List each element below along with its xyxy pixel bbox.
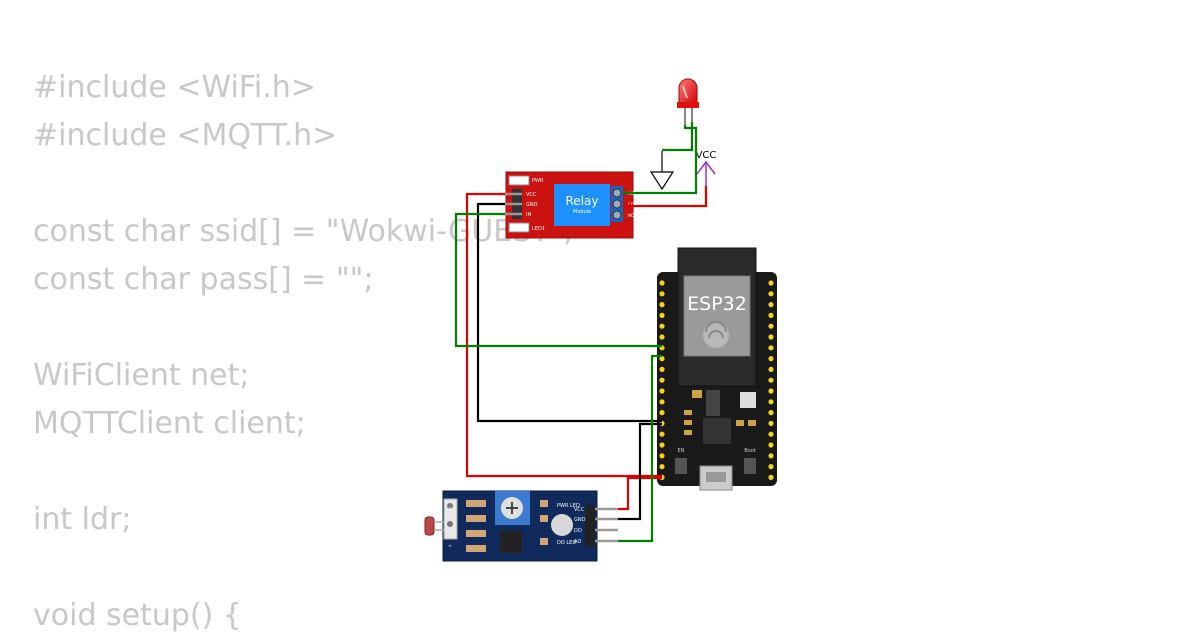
esp32-pin bbox=[659, 356, 665, 362]
esp32-pin bbox=[659, 302, 665, 308]
esp32-pin bbox=[768, 312, 774, 318]
relay-module[interactable]: PWR LED1 VCC GND IN Relay Module NC COM … bbox=[505, 171, 638, 239]
relay-in-label: IN bbox=[526, 212, 531, 218]
code-line: #include <MQTT.h> bbox=[33, 118, 338, 153]
wires bbox=[454, 122, 708, 543]
led[interactable] bbox=[677, 78, 699, 125]
wire-ldr-gnd bbox=[618, 422, 662, 521]
ldr-gnd-label: GND bbox=[574, 517, 586, 523]
esp32-pin bbox=[659, 366, 665, 372]
esp32-pin bbox=[768, 291, 774, 297]
esp32-pin bbox=[768, 474, 774, 480]
code-line: MQTTClient client; bbox=[33, 406, 306, 441]
esp32-pin bbox=[659, 323, 665, 329]
relay-gnd-label: GND bbox=[526, 202, 538, 208]
esp32-board[interactable]: ESP32 EN Boot bbox=[657, 247, 777, 491]
vcc-symbol: VCC bbox=[696, 150, 717, 188]
esp32-pin bbox=[659, 464, 665, 470]
esp32-boot-label: Boot bbox=[744, 448, 756, 454]
esp32-pin bbox=[659, 280, 665, 286]
relay-title: Relay bbox=[566, 194, 599, 208]
ldr-ao-label: AO bbox=[574, 539, 581, 545]
esp32-pin bbox=[768, 442, 774, 448]
wire-relay-no-vcc bbox=[623, 186, 708, 208]
ldr-plus-label: + bbox=[447, 505, 453, 513]
ldr-minus-label: - bbox=[448, 541, 451, 551]
esp32-pin bbox=[768, 356, 774, 362]
esp32-title: ESP32 bbox=[687, 293, 747, 315]
esp32-pin bbox=[659, 312, 665, 318]
esp32-pin bbox=[768, 388, 774, 394]
esp32-pin bbox=[768, 420, 774, 426]
esp32-pin bbox=[768, 345, 774, 351]
ldr-pwr-led-label: PWR LED bbox=[557, 503, 580, 509]
esp32-pin bbox=[768, 431, 774, 437]
esp32-pin bbox=[768, 464, 774, 470]
relay-subtitle: Module bbox=[573, 209, 591, 215]
esp32-pin bbox=[659, 453, 665, 459]
esp32-en-label: EN bbox=[678, 448, 685, 454]
esp32-pin bbox=[659, 334, 665, 340]
relay-vcc-label: VCC bbox=[526, 192, 537, 198]
wire-led-cathode bbox=[623, 125, 698, 195]
esp32-pin bbox=[768, 399, 774, 405]
ldr-do-label: DO bbox=[574, 528, 582, 534]
ldr-sensor-module[interactable]: + - PWR LED DO LED VCC GND DO AO bbox=[424, 490, 618, 562]
code-line: const char pass[] = ""; bbox=[33, 262, 374, 297]
code-line: int ldr; bbox=[33, 502, 132, 537]
wire-relay-gnd bbox=[476, 202, 662, 423]
code-line: void setup() { bbox=[33, 598, 242, 633]
ground-symbol bbox=[649, 151, 675, 191]
esp32-pin bbox=[768, 453, 774, 459]
esp32-pin bbox=[659, 431, 665, 437]
code-editor[interactable]: #include <WiFi.h> #include <MQTT.h> const … bbox=[33, 64, 573, 640]
ldr-do-led-label: DO LED bbox=[557, 540, 576, 546]
wire-ldr-vcc bbox=[618, 476, 662, 511]
vcc-label: VCC bbox=[696, 150, 717, 161]
esp32-pin bbox=[768, 323, 774, 329]
wire-relay-in bbox=[454, 212, 662, 348]
esp32-pin bbox=[659, 377, 665, 383]
ldr-vcc-label: VCC bbox=[574, 507, 585, 513]
relay-pwr-label: PWR bbox=[532, 178, 544, 184]
esp32-pin bbox=[768, 334, 774, 340]
code-line: #include <WiFi.h> bbox=[33, 70, 316, 105]
relay-no-label: NO bbox=[628, 213, 634, 218]
esp32-pin bbox=[659, 291, 665, 297]
esp32-pin-headers bbox=[659, 280, 774, 480]
relay-led-label: LED1 bbox=[532, 226, 545, 232]
esp32-pin bbox=[659, 410, 665, 416]
esp32-pin bbox=[659, 442, 665, 448]
code-line: WiFiClient net; bbox=[33, 358, 250, 393]
wire-led-anode bbox=[662, 122, 694, 152]
esp32-pin bbox=[768, 302, 774, 308]
esp32-pin bbox=[659, 388, 665, 394]
esp32-pin bbox=[768, 410, 774, 416]
wire-ldr-ao bbox=[618, 354, 662, 543]
esp32-pin bbox=[659, 399, 665, 405]
relay-com-label: COM bbox=[628, 202, 638, 207]
esp32-pin bbox=[768, 377, 774, 383]
wire-relay-vcc bbox=[465, 192, 662, 478]
relay-pin-header bbox=[503, 192, 522, 216]
esp32-pin bbox=[768, 366, 774, 372]
esp32-pin bbox=[768, 280, 774, 286]
